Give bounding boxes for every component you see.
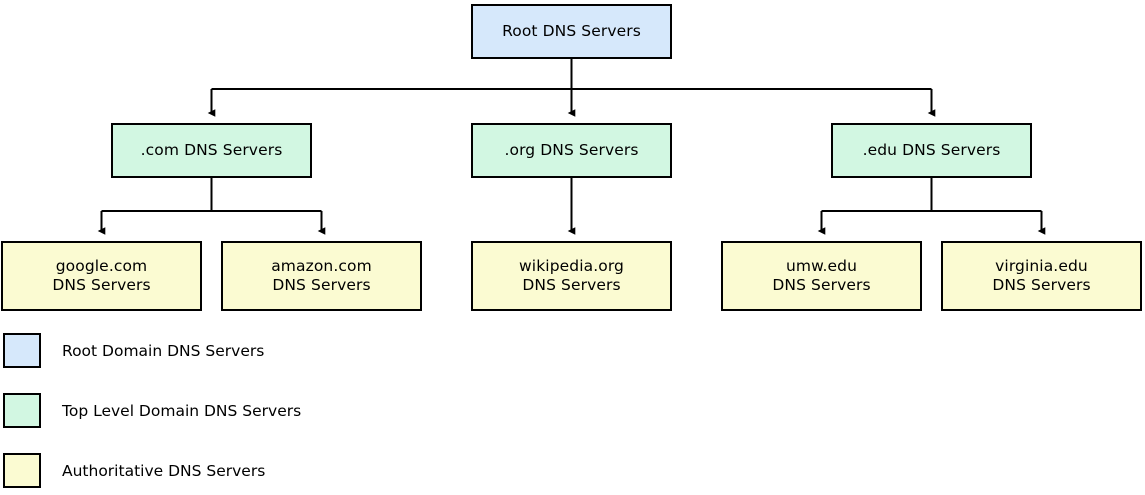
legend-swatch-top-level-domain xyxy=(3,393,41,428)
node-google-com-dns-servers[interactable]: google.com DNS Servers xyxy=(1,241,202,311)
node-com-dns-servers[interactable]: .com DNS Servers xyxy=(111,123,312,178)
node-label: .com DNS Servers xyxy=(140,141,283,159)
legend-swatch-authoritative xyxy=(3,453,41,488)
node-label: amazon.com DNS Servers xyxy=(271,257,372,294)
legend-swatch-root-domain xyxy=(3,333,41,368)
node-amazon-com-dns-servers[interactable]: amazon.com DNS Servers xyxy=(221,241,422,311)
node-label: .edu DNS Servers xyxy=(862,141,1001,159)
legend-label-root-domain: Root Domain DNS Servers xyxy=(62,342,265,360)
legend-label-authoritative: Authoritative DNS Servers xyxy=(62,462,266,480)
node-edu-dns-servers[interactable]: .edu DNS Servers xyxy=(831,123,1032,178)
edge-root-to-tld-group xyxy=(207,59,936,117)
node-label: wikipedia.org DNS Servers xyxy=(519,257,624,294)
node-org-dns-servers[interactable]: .org DNS Servers xyxy=(471,123,672,178)
node-label: Root DNS Servers xyxy=(502,22,641,40)
legend-label-top-level-domain: Top Level Domain DNS Servers xyxy=(62,402,302,420)
node-label: umw.edu DNS Servers xyxy=(772,257,871,294)
node-root-dns-servers[interactable]: Root DNS Servers xyxy=(471,4,672,59)
edge-edu-to-children-group xyxy=(817,178,1046,235)
node-label: google.com DNS Servers xyxy=(52,257,151,294)
edge-com-to-children-group xyxy=(97,178,326,235)
node-wikipedia-org-dns-servers[interactable]: wikipedia.org DNS Servers xyxy=(471,241,672,311)
node-umw-edu-dns-servers[interactable]: umw.edu DNS Servers xyxy=(721,241,922,311)
node-label: .org DNS Servers xyxy=(504,141,639,159)
node-label: virginia.edu DNS Servers xyxy=(992,257,1091,294)
node-virginia-edu-dns-servers[interactable]: virginia.edu DNS Servers xyxy=(941,241,1142,311)
